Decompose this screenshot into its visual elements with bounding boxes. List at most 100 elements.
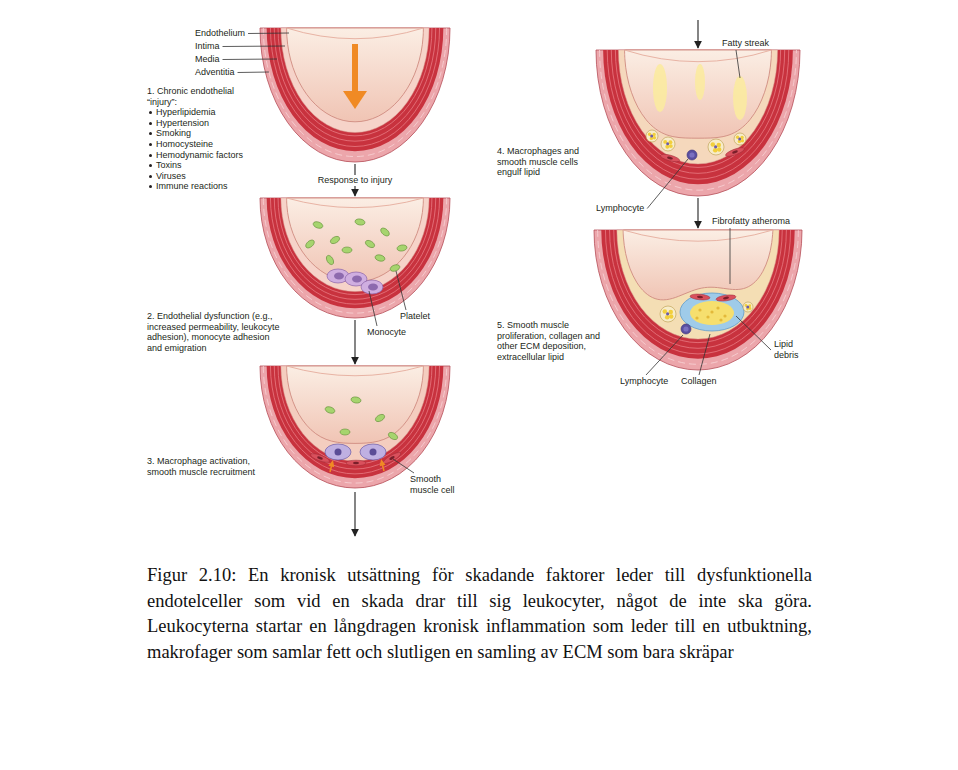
callout-label: Fatty streak xyxy=(722,38,769,49)
bullet-item: Hemodynamic factors xyxy=(147,150,259,161)
leader-line xyxy=(248,33,289,35)
intima-layer xyxy=(281,366,429,461)
adventitia-fibre xyxy=(600,50,797,190)
lipid-droplet xyxy=(717,147,721,151)
callout-label: Lipid debris xyxy=(774,339,808,361)
lipid-droplet xyxy=(653,136,656,139)
fatty-streak xyxy=(653,64,667,112)
lipid-droplet xyxy=(669,310,673,314)
cell-nucleus xyxy=(714,145,717,148)
back-wall-edge xyxy=(623,230,773,241)
leader-line xyxy=(647,159,688,209)
foam-cell xyxy=(661,137,675,151)
bullet-item: Immune reactions xyxy=(147,181,259,192)
media-fibre xyxy=(270,198,439,304)
back-wall-edge xyxy=(287,28,424,39)
cell-nucleus xyxy=(697,295,703,298)
cell-nucleus xyxy=(683,326,688,331)
step-heading: 1. Chronic endothelial “injury”: xyxy=(147,86,259,107)
injury-arrowhead xyxy=(343,91,367,109)
media-fibre xyxy=(605,230,790,354)
platelet xyxy=(304,238,316,249)
foam-cell xyxy=(734,133,746,145)
step-text: 1. Chronic endothelial “injury”: xyxy=(147,86,234,107)
media-fibre xyxy=(615,50,780,167)
adventitia-fibre xyxy=(263,28,446,157)
monocyte xyxy=(361,280,383,294)
adventitia-fibre xyxy=(263,198,446,313)
lipid-debris-dot xyxy=(710,310,713,313)
figure-caption: Figur 2.10: En kronisk utsättning för sk… xyxy=(147,563,812,665)
step-text: Immune reactions xyxy=(156,181,228,191)
fatty-streak xyxy=(695,64,705,100)
lumen-surface xyxy=(287,28,424,122)
cell-nucleus xyxy=(370,449,377,456)
leader-line xyxy=(646,335,683,375)
media-fibre xyxy=(270,28,439,147)
lumen-surface xyxy=(287,198,424,282)
cell-nucleus xyxy=(689,152,694,157)
edge-label: Response to injury xyxy=(315,175,396,186)
bullet-dot xyxy=(149,111,152,114)
platelet xyxy=(351,396,362,404)
leader-line xyxy=(699,334,710,375)
macrophage xyxy=(325,444,351,460)
fatty-streak xyxy=(733,76,747,120)
stage-panel: 1. Chronic endothelial “injury”:Hyperlip… xyxy=(260,28,450,162)
lipid-droplet xyxy=(665,145,669,149)
platelet xyxy=(342,247,352,253)
media-fibre xyxy=(274,198,436,299)
bullet-dot xyxy=(149,132,152,135)
cell-nucleus xyxy=(667,156,673,160)
flow-arrow xyxy=(355,20,698,536)
lymphocyte xyxy=(687,150,697,160)
callout-label: Lymphocyte xyxy=(596,203,644,214)
intima-layer xyxy=(281,198,429,292)
callout-label: Lymphocyte xyxy=(620,376,668,387)
step-heading: 5. Smooth muscle proliferation, collagen… xyxy=(497,320,613,362)
callout-label: Collagen xyxy=(681,376,717,387)
media-fibre xyxy=(278,366,432,464)
smooth-muscle-cell xyxy=(660,153,681,164)
cell-nucleus xyxy=(334,273,344,280)
step-text: Toxins xyxy=(156,160,182,170)
adventitia-layer xyxy=(260,28,450,162)
adventitia-fibre xyxy=(598,230,799,364)
lymphocyte xyxy=(681,324,691,334)
step-text: Hypertension xyxy=(156,118,209,128)
platelet xyxy=(324,405,335,414)
intima-layer xyxy=(281,28,429,133)
bullet-dot xyxy=(149,185,152,188)
platelet xyxy=(340,429,350,435)
cell-nucleus xyxy=(732,150,739,154)
lipid-debris-dot xyxy=(719,318,722,321)
callout-label: Smooth muscle cell xyxy=(410,474,462,496)
layer-label: Media xyxy=(195,54,220,65)
step-heading: 2. Endothelial dysfunction (e.g., increa… xyxy=(147,311,287,353)
cell-nucleus xyxy=(353,462,359,465)
callout-label: Fibrofatty atheroma xyxy=(712,216,790,227)
media-fibre xyxy=(274,28,436,141)
smooth-muscle-cell xyxy=(310,452,331,464)
macrophage xyxy=(360,444,386,460)
media-fibre xyxy=(607,50,789,179)
step-text-block: 1. Chronic endothelial “injury”:Hyperlip… xyxy=(147,86,259,192)
media-fibre xyxy=(611,50,784,173)
lipid-core xyxy=(690,301,734,325)
step-text-block: 4. Macrophages and smooth muscle cells e… xyxy=(497,146,605,178)
bullet-dot xyxy=(149,143,152,146)
lipid-droplet xyxy=(669,144,673,148)
layer-label: Endothelium xyxy=(195,28,245,39)
step-text: Viruses xyxy=(156,171,186,181)
stage-panel: 3. Macrophage activation, smooth muscle … xyxy=(260,366,450,488)
cell-nucleus xyxy=(317,456,324,460)
bullet-dot xyxy=(149,164,152,167)
bullet-item: Hypertension xyxy=(147,118,259,129)
cell-nucleus xyxy=(738,137,741,140)
step-text: Hyperlipidemia xyxy=(156,107,216,117)
cell-nucleus xyxy=(650,134,653,137)
lipid-debris-dot xyxy=(716,306,719,309)
media-layer xyxy=(267,198,444,308)
cell-nucleus xyxy=(335,449,342,456)
flow-arrow xyxy=(697,198,698,228)
